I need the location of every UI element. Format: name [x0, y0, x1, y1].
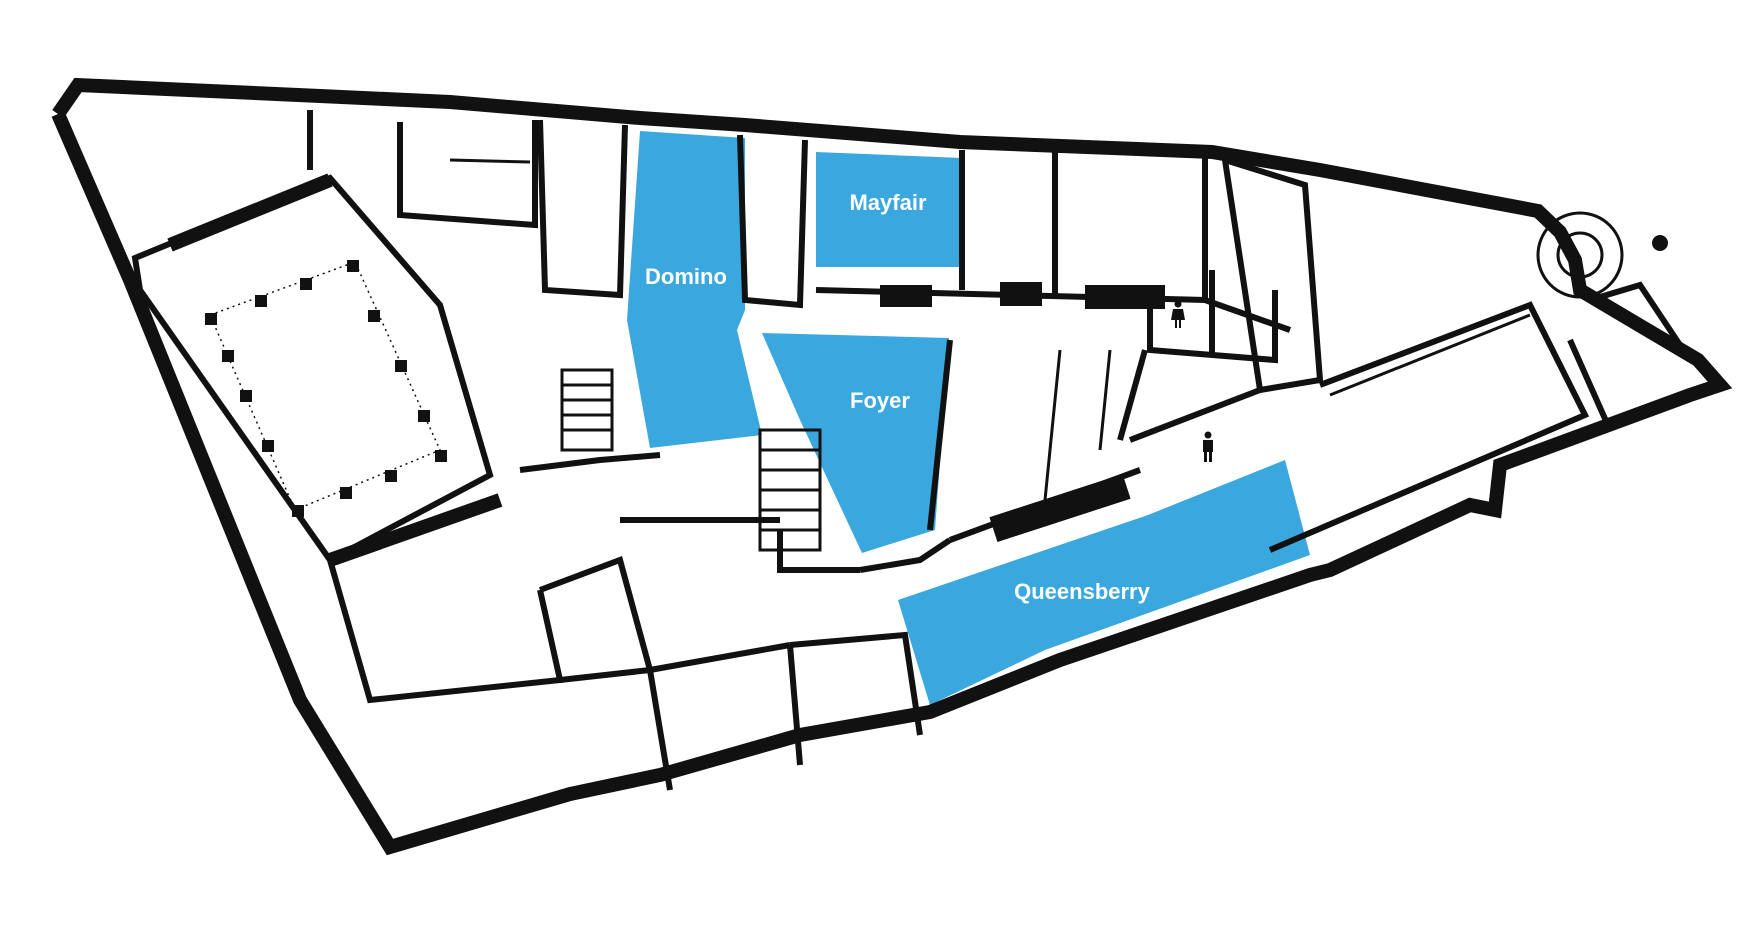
- male-restroom-icon: [1203, 431, 1213, 462]
- room-labels: Domino Mayfair Foyer Queensberry: [645, 190, 1151, 604]
- room-domino[interactable]: [627, 131, 762, 448]
- room-label-foyer: Foyer: [850, 388, 910, 413]
- female-restroom-icon: [1171, 300, 1185, 328]
- room-label-mayfair: Mayfair: [849, 190, 926, 215]
- highlighted-rooms: [627, 131, 1310, 705]
- room-queensberry[interactable]: [898, 460, 1310, 705]
- room-mayfair[interactable]: [816, 152, 962, 267]
- room-foyer[interactable]: [762, 333, 949, 553]
- stairs: [560, 368, 822, 552]
- room-label-domino: Domino: [645, 264, 727, 289]
- building-outline: [51, 77, 1733, 856]
- room-label-queensberry: Queensberry: [1014, 579, 1150, 604]
- interior-walls: [131, 110, 1693, 791]
